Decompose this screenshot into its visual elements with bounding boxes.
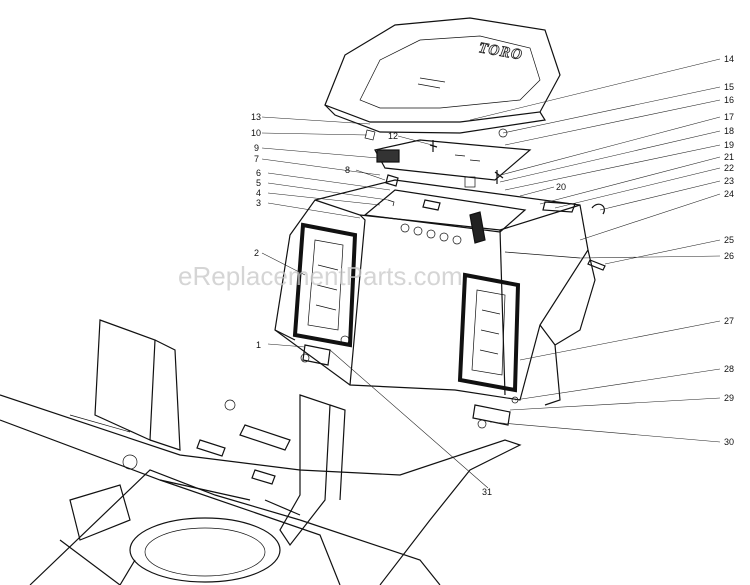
seat-brand-text: TORO: [477, 40, 524, 63]
callout-19: 19: [724, 140, 734, 150]
callout-18: 18: [724, 126, 734, 136]
callout-12: 12: [388, 131, 398, 141]
callout-30: 30: [724, 437, 734, 447]
callout-13: 13: [251, 112, 261, 122]
seat: TORO: [324, 17, 561, 134]
fender-body: [274, 179, 596, 406]
callout-10: 10: [251, 128, 261, 138]
callout-14: 14: [724, 54, 734, 64]
callout-8: 8: [345, 165, 350, 175]
callout-6: 6: [256, 168, 261, 178]
callout-21: 21: [724, 152, 734, 162]
callout-31: 31: [482, 487, 492, 497]
callout-22: 22: [724, 163, 734, 173]
hardware: [300, 128, 606, 429]
frame-floor-pan: [0, 319, 522, 585]
callout-24: 24: [724, 189, 734, 199]
callout-27: 27: [724, 316, 734, 326]
callout-15: 15: [724, 82, 734, 92]
callout-4: 4: [256, 188, 261, 198]
callout-16: 16: [724, 95, 734, 105]
callout-20: 20: [556, 182, 566, 192]
callout-17: 17: [724, 112, 734, 122]
callout-28: 28: [724, 364, 734, 374]
callout-labels: 1 2 3 4 5 6 7 8 9 10 12 13 14 15 16 17 1…: [251, 54, 734, 497]
control-panel: [363, 189, 527, 245]
callout-9: 9: [254, 143, 259, 153]
callout-26: 26: [724, 251, 734, 261]
watermark: eReplacementParts.com: [178, 261, 463, 291]
callout-5: 5: [256, 178, 261, 188]
callout-1: 1: [256, 340, 261, 350]
leader-lines: [261, 58, 721, 489]
callout-29: 29: [724, 393, 734, 403]
callout-3: 3: [256, 198, 261, 208]
callout-7: 7: [254, 154, 259, 164]
callout-23: 23: [724, 176, 734, 186]
seat-plate: [374, 139, 532, 188]
callout-25: 25: [724, 235, 734, 245]
callout-2: 2: [254, 248, 259, 258]
